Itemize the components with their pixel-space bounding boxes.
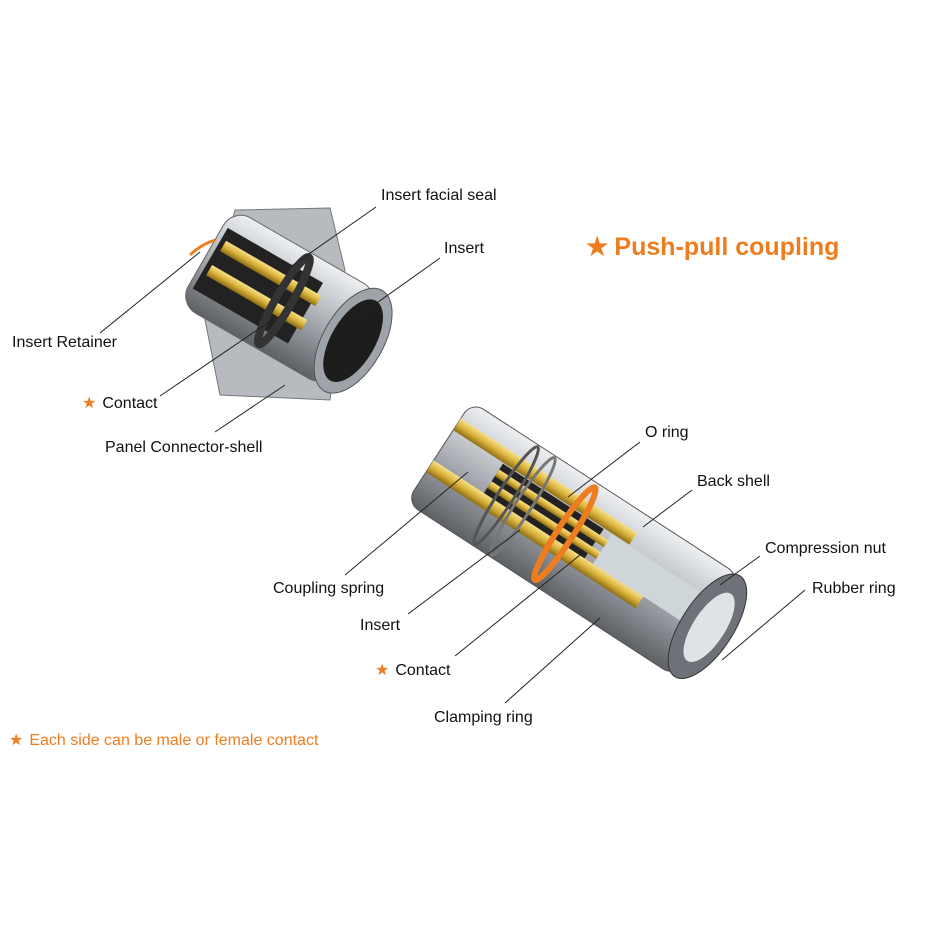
label-o-ring: O ring bbox=[645, 424, 689, 441]
label-compression-nut: Compression nut bbox=[765, 540, 886, 557]
label-insert-retainer: Insert Retainer bbox=[12, 334, 117, 351]
label-insert-facial-seal: Insert facial seal bbox=[381, 187, 497, 204]
push-pull-title: ★Push-pull coupling bbox=[586, 232, 839, 262]
label-rubber-ring: Rubber ring bbox=[812, 580, 896, 597]
label-insert-plug: Insert bbox=[360, 617, 401, 634]
title-text: Push-pull coupling bbox=[614, 233, 840, 261]
plug-connector bbox=[411, 406, 748, 680]
label-clamping-ring: Clamping ring bbox=[434, 709, 533, 726]
footnote-text: Each side can be male or female contact bbox=[29, 732, 319, 749]
label-contact-plug: ★ Contact bbox=[375, 660, 450, 680]
leader-lines bbox=[99, 206, 806, 704]
label-coupling-spring: Coupling spring bbox=[273, 580, 385, 597]
footnote: ★ Each side can be male or female contact bbox=[9, 730, 318, 750]
label-contact-panel: ★ Contact bbox=[82, 393, 157, 413]
star-icon: ★ bbox=[9, 732, 24, 749]
label-insert-panel: Insert bbox=[444, 240, 485, 257]
star-icon: ★ bbox=[586, 233, 609, 261]
contact-text: Contact bbox=[102, 395, 158, 412]
star-icon: ★ bbox=[375, 662, 390, 679]
star-icon: ★ bbox=[82, 395, 97, 412]
label-panel-connector-shell: Panel Connector-shell bbox=[105, 439, 263, 456]
panel-connector bbox=[185, 207, 393, 401]
contact-text: Contact bbox=[395, 662, 451, 679]
label-back-shell: Back shell bbox=[697, 473, 770, 490]
